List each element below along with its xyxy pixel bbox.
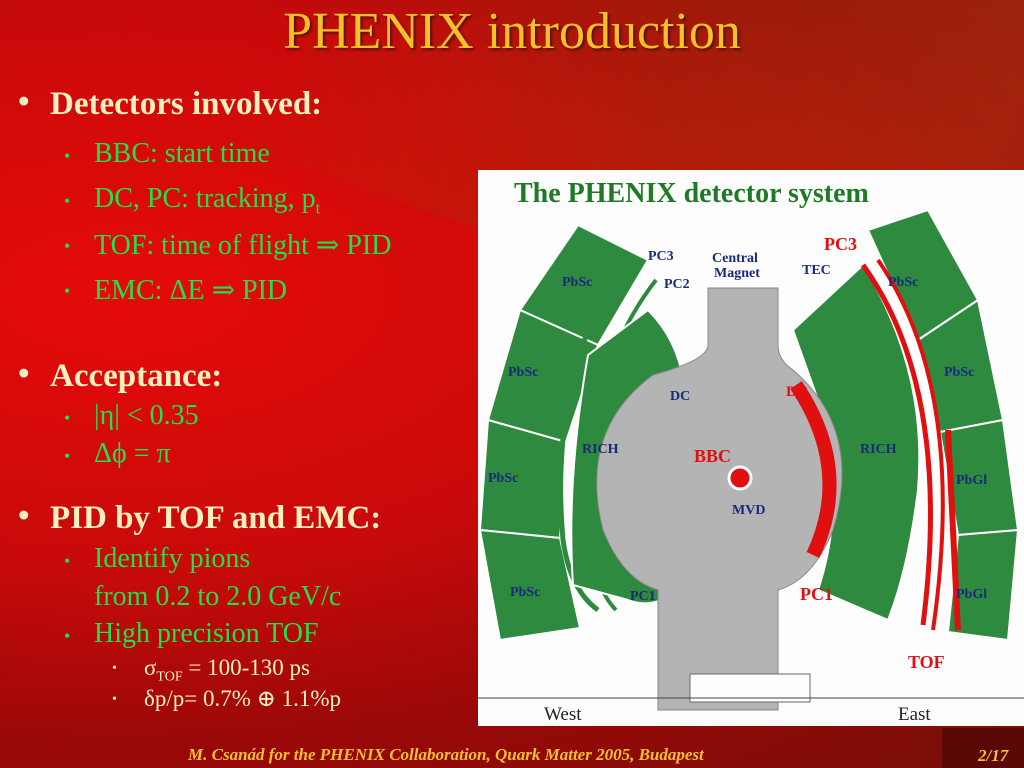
bullet-dot-icon: • bbox=[64, 408, 71, 428]
bullet-dot-icon: • bbox=[64, 626, 71, 646]
east-dc bbox=[790, 381, 837, 558]
bullet-dot-icon: • bbox=[64, 551, 71, 571]
bullet-dot-icon: • bbox=[64, 281, 71, 301]
bullet-acceptance-text: Acceptance: bbox=[50, 358, 223, 394]
label-pbsc-1: PbSc bbox=[562, 275, 592, 290]
bullet-dot-icon: • bbox=[18, 498, 30, 534]
bullet-pid-text: PID by TOF and EMC: bbox=[50, 500, 382, 536]
label-west: West bbox=[544, 704, 582, 725]
bullet-phi-text: Δϕ = π bbox=[94, 438, 171, 469]
dc-pc-subscript: t bbox=[315, 198, 321, 218]
label-east: East bbox=[898, 704, 931, 725]
detector-diagram: PC3 PC2 Central Magnet TEC PbSc PbSc PbS… bbox=[478, 208, 1024, 725]
label-pbsc-2: PbSc bbox=[508, 365, 538, 380]
bottom-support bbox=[689, 673, 811, 703]
bullet-identify-continuation: from 0.2 to 2.0 GeV/c bbox=[94, 581, 341, 613]
label-magnet: Magnet bbox=[714, 266, 760, 281]
label-mvd: MVD bbox=[732, 503, 765, 518]
bullet-dot-icon: • bbox=[112, 692, 117, 707]
bbc-mvd-core bbox=[727, 465, 753, 491]
sigma-subscript: TOF bbox=[156, 669, 183, 685]
figure-title: The PHENIX detector system bbox=[514, 178, 869, 209]
bullet-tof-text: TOF: time of flight ⇒ PID bbox=[94, 230, 392, 261]
label-bbc: BBC bbox=[694, 446, 731, 466]
dc-pc-label: DC, PC: tracking, p bbox=[94, 183, 316, 214]
bullet-dot-icon: • bbox=[64, 446, 71, 466]
label-pc2: PC2 bbox=[664, 277, 690, 292]
bullet-dot-icon: • bbox=[18, 84, 30, 120]
east-tec-arc bbox=[876, 258, 945, 631]
slide-title: PHENIX introduction bbox=[283, 3, 741, 60]
label-pbsc-5: PbSc bbox=[888, 275, 918, 290]
phenix-detector-figure: The PHENIX detector system bbox=[478, 170, 1024, 726]
bullet-dot-icon: • bbox=[18, 356, 30, 392]
sigma-symbol: σ bbox=[144, 655, 157, 680]
east-pbgl-sector-2 bbox=[946, 528, 1020, 642]
bullet-identify-line2: from 0.2 to 2.0 GeV/c bbox=[94, 581, 342, 612]
bullet-dot-icon: • bbox=[64, 146, 71, 166]
label-pbsc-6: PbSc bbox=[944, 365, 974, 380]
label-central: Central bbox=[712, 251, 758, 266]
bullet-emc-text: EMC: ΔE ⇒ PID bbox=[94, 275, 288, 306]
page-number: 2/17 bbox=[978, 746, 1009, 765]
label-pc3-east: PC3 bbox=[824, 234, 857, 254]
label-tec: TEC bbox=[802, 263, 831, 278]
label-pc3-west: PC3 bbox=[648, 249, 674, 264]
label-rich-east: RICH bbox=[860, 442, 897, 457]
label-rich-west: RICH bbox=[582, 442, 619, 457]
label-tof: TOF bbox=[908, 652, 945, 672]
label-dc-east: DC bbox=[786, 384, 808, 400]
bullet-bbc-text: BBC: start time bbox=[94, 138, 270, 169]
label-pbgl-1: PbGl bbox=[956, 473, 987, 488]
bullet-dot-icon: • bbox=[112, 661, 117, 676]
bullet-sigma-text: σTOF = 100-130 ps bbox=[144, 655, 310, 686]
bullet-identify-line1: Identify pions bbox=[94, 543, 251, 574]
bullet-eta-text: |η| < 0.35 bbox=[94, 400, 199, 431]
sigma-value: = 100-130 ps bbox=[182, 655, 310, 680]
bullet-dot-icon: • bbox=[64, 236, 71, 256]
central-magnet bbox=[596, 287, 843, 711]
bullet-detectors-text: Detectors involved: bbox=[50, 86, 323, 122]
label-pbsc-4: PbSc bbox=[510, 585, 540, 600]
page-number-box bbox=[942, 728, 1024, 768]
east-tof-wall bbox=[945, 429, 961, 631]
east-emc-sectors bbox=[866, 208, 1020, 642]
west-emc-sectors bbox=[478, 223, 650, 642]
label-pc1-east: PC1 bbox=[800, 584, 833, 604]
bullet-dc-pc-text: DC, PC: tracking, pt bbox=[94, 183, 320, 219]
label-pbsc-3: PbSc bbox=[488, 471, 518, 486]
label-pc1-west: PC1 bbox=[630, 589, 656, 604]
label-dc-west: DC bbox=[670, 389, 690, 404]
east-pc3-arc bbox=[860, 263, 933, 626]
bullet-dot-icon: • bbox=[64, 191, 71, 211]
label-pbgl-2: PbGl bbox=[956, 587, 987, 602]
bullet-dp-text: δp/p= 0.7% ⊕ 1.1%p bbox=[144, 686, 342, 711]
slide-footer: M. Csanád for the PHENIX Collaboration, … bbox=[188, 745, 704, 764]
west-pbsc-sector-4 bbox=[478, 528, 582, 642]
bullet-precision-text: High precision TOF bbox=[94, 618, 319, 649]
